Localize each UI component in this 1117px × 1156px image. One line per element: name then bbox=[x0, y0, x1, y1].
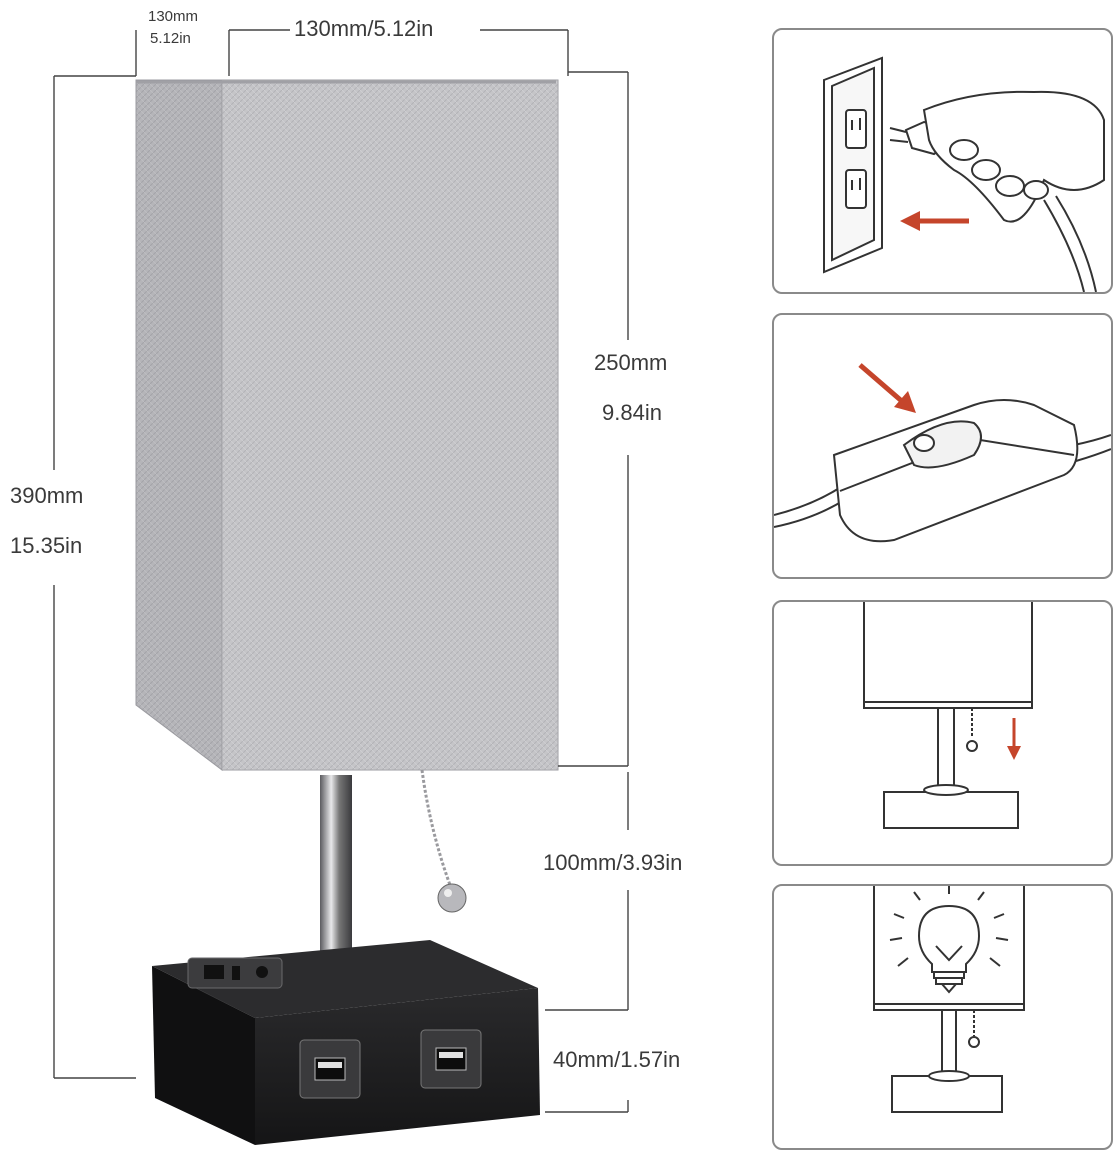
step-panel-plug bbox=[772, 28, 1113, 294]
top-small-mm-label: 130mm bbox=[148, 8, 199, 25]
shade-height-mm-label: 250mm bbox=[594, 350, 668, 375]
ac-outlet bbox=[187, 957, 283, 989]
step-panel-switch bbox=[772, 313, 1113, 579]
top-width-label: 130mm/5.12in bbox=[294, 16, 434, 41]
stem-height-label: 100mm/3.93in bbox=[543, 850, 683, 875]
pull-chain bbox=[420, 769, 467, 913]
step-panel-pull-chain bbox=[772, 600, 1113, 866]
push-arrow-icon bbox=[900, 211, 969, 231]
light-bulb-on-icon bbox=[873, 886, 1025, 1113]
lamp-shade bbox=[135, 79, 559, 772]
light-rays bbox=[889, 886, 1009, 967]
dimension-lines bbox=[53, 29, 629, 1113]
down-arrow-icon bbox=[1007, 718, 1021, 760]
cord-switch-icon bbox=[774, 363, 1111, 543]
shade-height-in-label: 9.84in bbox=[602, 400, 662, 425]
total-height-in-label: 15.35in bbox=[10, 533, 83, 558]
base-height-label: 40mm/1.57in bbox=[553, 1047, 681, 1072]
plug-into-outlet-icon bbox=[823, 56, 1105, 292]
lamp-base bbox=[152, 940, 540, 1145]
usb-port-left bbox=[299, 1039, 361, 1099]
total-height-mm-label: 390mm bbox=[10, 483, 84, 508]
usb-port-right bbox=[420, 1029, 482, 1089]
top-small-in-label: 5.12in bbox=[150, 30, 191, 47]
step-panel-light-on bbox=[772, 884, 1113, 1150]
press-arrow-icon bbox=[858, 363, 916, 413]
pull-chain-icon bbox=[863, 602, 1033, 829]
